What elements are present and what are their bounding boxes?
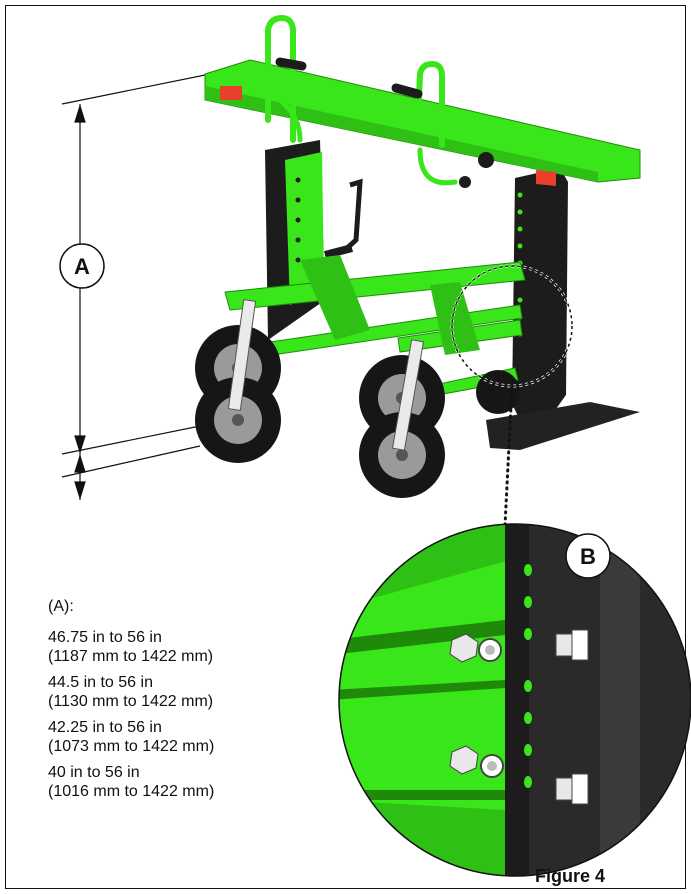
range-inches: 40 in to 56 in (48, 764, 140, 781)
range-inches: 46.75 in to 56 in (48, 629, 162, 646)
handles (265, 14, 458, 186)
detail-b-view (339, 524, 691, 876)
callout-a: A (59, 243, 105, 289)
range-millimeters: (1130 mm to 1422 mm) (48, 693, 214, 710)
dimension-range: 42.25 in to 56 in (1073 mm to 1422 mm) (48, 718, 214, 756)
crank (323, 178, 363, 259)
top-beam (204, 59, 641, 188)
handle-grips (275, 57, 423, 99)
figure-border (5, 5, 686, 889)
reflector-right (536, 170, 556, 186)
right-post (486, 168, 640, 450)
range-millimeters: (1016 mm to 1422 mm) (48, 783, 215, 800)
left-post (265, 140, 325, 340)
range-inches: 42.25 in to 56 in (48, 719, 162, 736)
range-millimeters: (1187 mm to 1422 mm) (48, 648, 214, 665)
dimension-a-lines (61, 73, 211, 501)
figure-label: Figure 4 (535, 866, 606, 886)
range-inches: 44.5 in to 56 in (48, 674, 153, 691)
detail-bolts (449, 629, 589, 805)
dimension-range: 40 in to 56 in (1016 mm to 1422 mm) (48, 763, 214, 801)
dimension-header: (A): (48, 598, 74, 615)
dimension-range: 44.5 in to 56 in (1130 mm to 1422 mm) (48, 673, 214, 711)
range-millimeters: (1073 mm to 1422 mm) (48, 738, 215, 755)
wheels (195, 299, 520, 498)
dimension-list: (A): 46.75 in to 56 in (1187 mm to 1422 … (48, 598, 214, 808)
callout-b: B (565, 533, 611, 579)
dimension-range: 46.75 in to 56 in (1187 mm to 1422 mm) (48, 628, 214, 666)
lower-frame (224, 255, 526, 399)
detail-leader (502, 384, 514, 547)
callout-b-label: B (580, 544, 596, 569)
reflector-left (220, 86, 242, 100)
callout-a-label: A (74, 254, 90, 279)
detail-b-outline (338, 523, 691, 877)
